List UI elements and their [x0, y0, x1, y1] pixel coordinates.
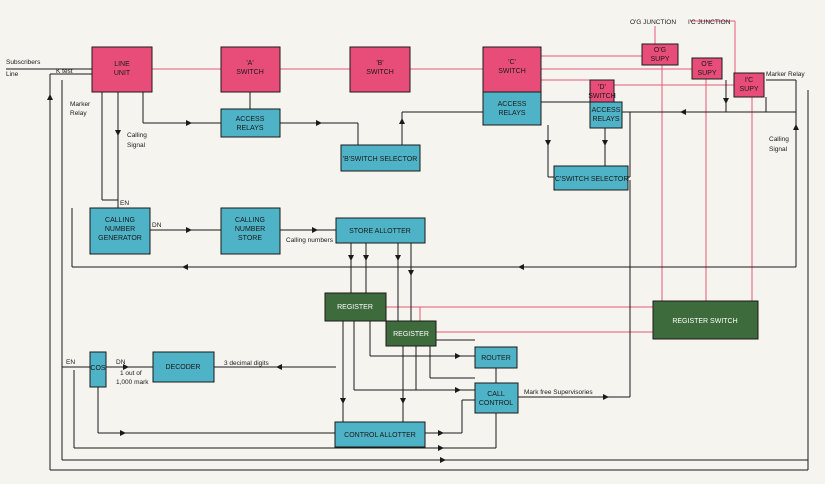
marker-relay-right: Marker Relay	[766, 71, 805, 78]
og-junction-label: O'G JUNCTION	[630, 19, 676, 26]
calling-signal-left-1: Calling	[127, 132, 147, 139]
calling-signal-right-1: Calling	[769, 136, 789, 143]
cns-label-2: NUMBER	[235, 226, 265, 233]
line-unit-label-1: LINE	[114, 61, 130, 68]
store-allotter-label: STORE ALLOTTER	[349, 228, 411, 235]
og-supy-label-1: O'G	[654, 47, 666, 54]
c-switch-label-1: 'C'	[508, 59, 516, 66]
call-control-block: CALL CONTROL	[474, 382, 519, 414]
ic-supy-label-2: SUPY	[739, 86, 758, 93]
k-test-label: K test	[56, 68, 73, 75]
line-unit-label-2: UNIT	[114, 70, 131, 77]
line-unit-block: LINE UNIT	[91, 46, 153, 93]
marker-relay-left-1: Marker	[70, 101, 91, 108]
d-access-relays-label-2: RELAYS	[592, 116, 619, 123]
marker-relay-left-2: Relay	[70, 110, 87, 117]
subscribers-label: Subscribers	[6, 59, 41, 66]
register-2-label: REGISTER	[393, 331, 429, 338]
cng-label-3: GENERATOR	[98, 235, 142, 242]
control-allotter-label: CONTROL ALLOTTER	[344, 432, 416, 439]
router-label: ROUTER	[481, 355, 511, 362]
c-switch-block: 'C' SWITCH	[482, 46, 542, 93]
cng-label-1: CALLING	[105, 217, 135, 224]
oe-supy-label-1: O'E	[701, 61, 713, 68]
calling-numbers-label: Calling numbers	[286, 237, 334, 244]
a-access-relays-label-2: RELAYS	[236, 125, 263, 132]
register-switch-label: REGISTER SWITCH	[672, 318, 737, 325]
decoder-block: DECODER	[152, 351, 215, 383]
register-1-label: REGISTER	[337, 304, 373, 311]
ic-junction-label: I'C JUNCTION	[688, 19, 731, 26]
calling-signal-right-2: Signal	[769, 146, 788, 153]
cos-block: COS	[89, 351, 107, 388]
a-switch-block: 'A' SWITCH	[220, 46, 281, 93]
d-access-relays-block: ACCESS RELAYS	[589, 101, 623, 129]
free-labels: O'G JUNCTION I'C JUNCTION Subscribers Li…	[6, 19, 805, 396]
line-label: Line	[6, 71, 19, 78]
b-switch-label-2: SWITCH	[366, 69, 394, 76]
cns-label-3: STORE	[238, 235, 262, 242]
cos-label: COS	[90, 365, 106, 372]
ic-supy-label-1: I'C	[745, 77, 753, 84]
en-cos-label: EN	[66, 359, 75, 366]
b-switch-selector-label: 'B'SWITCH SELECTOR	[343, 156, 418, 163]
cns-label-1: CALLING	[235, 217, 265, 224]
d-switch-block: 'D' SWITCH	[588, 79, 616, 103]
c-switch-selector-block: 'C'SWITCH SELECTOR	[553, 165, 629, 191]
c-access-relays-label-1: ACCESS	[498, 101, 527, 108]
calling-number-generator-block: CALLING NUMBER GENERATOR	[89, 207, 151, 255]
register-2-block: REGISTER	[385, 320, 437, 347]
c-access-relays-label-2: RELAYS	[498, 110, 525, 117]
mark-free-label: Mark free Supervisories	[524, 389, 593, 396]
cng-label-2: NUMBER	[105, 226, 135, 233]
ic-supy-block: I'C SUPY	[733, 72, 765, 98]
b-switch-block: 'B' SWITCH	[349, 46, 411, 93]
d-switch-label-1: 'D'	[598, 84, 606, 91]
calling-signal-left-2: Signal	[127, 142, 146, 149]
c-access-relays-block: ACCESS RELAYS	[482, 91, 542, 126]
d-access-relays-label-1: ACCESS	[592, 107, 621, 114]
a-switch-label-1: 'A'	[246, 60, 253, 67]
c-switch-label-2: SWITCH	[498, 68, 526, 75]
arrowheads	[47, 94, 799, 463]
one-of-mark-2: 1,000 mark	[116, 379, 149, 386]
call-control-label-1: CALL	[487, 391, 505, 398]
router-block: ROUTER	[474, 346, 518, 369]
c-switch-selector-label: 'C'SWITCH SELECTOR	[554, 176, 629, 183]
dn-cos-label: DN	[116, 359, 126, 366]
b-switch-label-1: 'B'	[376, 60, 383, 67]
control-allotter-block: CONTROL ALLOTTER	[334, 421, 426, 448]
register-1-block: REGISTER	[324, 292, 387, 322]
og-supy-block: O'G SUPY	[641, 43, 679, 66]
oe-supy-label-2: SUPY	[697, 70, 716, 77]
oe-supy-block: O'E SUPY	[691, 57, 723, 80]
a-access-relays-block: ACCESS RELAYS	[220, 108, 281, 138]
d-switch-label-2: SWITCH	[588, 93, 616, 100]
b-switch-selector-block: 'B'SWITCH SELECTOR	[340, 144, 421, 172]
black-wires	[6, 68, 809, 471]
one-of-mark-1: 1 out of	[120, 370, 142, 377]
three-digits-label: 3 decimal digits	[224, 360, 270, 367]
call-control-label-2: CONTROL	[479, 400, 513, 407]
register-switch-block: REGISTER SWITCH	[652, 300, 759, 340]
a-access-relays-label-1: ACCESS	[236, 116, 265, 123]
og-supy-label-2: SUPY	[650, 56, 669, 63]
a-switch-label-2: SWITCH	[236, 69, 264, 76]
calling-number-store-block: CALLING NUMBER STORE	[220, 207, 281, 255]
dn-gen-label: DN	[152, 222, 162, 229]
store-allotter-block: STORE ALLOTTER	[335, 217, 426, 244]
decoder-label: DECODER	[165, 364, 200, 371]
en-top-label: EN	[120, 200, 129, 207]
